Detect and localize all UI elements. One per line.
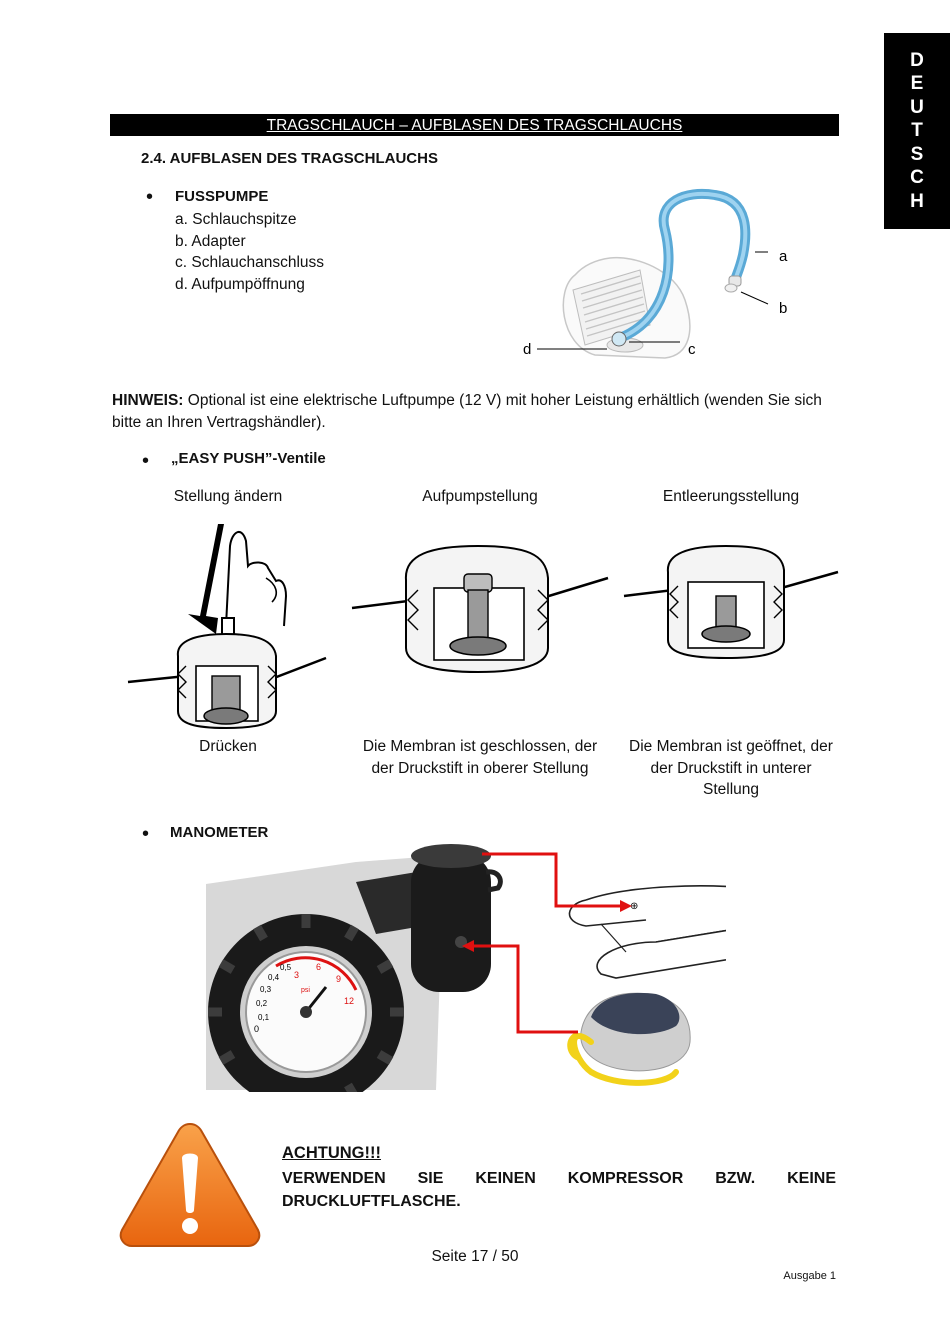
hint-paragraph: HINWEIS: Optional ist eine elektrische L…: [112, 390, 842, 433]
callout-a: a: [779, 248, 788, 265]
section-title: 2.4. AUFBLASEN DES TRAGSCHLAUCHS: [141, 150, 438, 167]
list-item: d. Aufpumpöffnung: [175, 275, 305, 293]
hose-connector: [611, 331, 627, 347]
gauge-label: 0,1: [258, 1013, 270, 1022]
valve-caption: Die Membran ist geschlossen, der der Dru…: [362, 738, 598, 777]
arrow-down-icon: [188, 524, 224, 634]
list-item: b. Adapter: [175, 232, 246, 250]
adapter: [724, 283, 738, 293]
hand-icon: [225, 531, 288, 627]
callout-b: b: [779, 300, 787, 317]
bullet: •: [142, 450, 150, 472]
warning-icon: [119, 1122, 261, 1247]
lang-letter: S: [910, 143, 924, 165]
gauge-label: 12: [344, 996, 354, 1006]
lang-letter: H: [910, 190, 924, 212]
hint-text: Optional ist eine elektrische Luftpumpe …: [112, 392, 822, 431]
warning-title: ACHTUNG!!!: [282, 1144, 381, 1162]
valve-caption: Die Membran ist geöffnet, der der Drucks…: [629, 738, 833, 798]
valve-column-label: Aufpumpstellung: [422, 488, 538, 505]
page-number: Seite 17 / 50: [431, 1248, 519, 1265]
valve-inflate-illustration: [351, 544, 609, 674]
gauge-label: 3: [294, 970, 299, 980]
gauge-unit: psi: [301, 987, 310, 994]
pressure-gauge-icon: 0 0,1 0,2 0,3 0,4 0,5 6 3 9 12 psi: [208, 914, 404, 1092]
header-bar: TRAGSCHLAUCH – AUFBLASEN DES TRAGSCHLAUC…: [110, 114, 839, 136]
language-tab: D E U T S C H: [884, 33, 950, 229]
inflatable-boat-icon: ⊕: [568, 885, 726, 979]
lang-letter: D: [910, 49, 924, 71]
red-arrows: [462, 852, 632, 1034]
lang-letter: U: [910, 96, 924, 118]
gauge-label: 0: [254, 1024, 259, 1034]
valve-column-label: Entleerungsstellung: [662, 488, 800, 505]
gauge-label: 0,5: [280, 963, 292, 972]
gauge-label: 0,4: [268, 973, 280, 982]
valve-caption: Drücken: [199, 738, 257, 755]
valve-deflate-illustration: [623, 544, 839, 660]
gauge-label: 6: [316, 962, 321, 972]
hint-label: HINWEIS:: [112, 392, 184, 409]
valve-column-label: Stellung ändern: [173, 488, 283, 505]
foot-pump-title: FUSSPUMPE: [175, 188, 269, 205]
gauge-label: 0,3: [260, 985, 272, 994]
foot-pump-illustration: a b c d: [523, 189, 788, 359]
callout-d: d: [523, 341, 531, 358]
list-item: a. Schlauchspitze: [175, 211, 297, 228]
list-item: c. Schlauchanschluss: [175, 254, 325, 271]
svg-text:⊕: ⊕: [630, 901, 638, 912]
lang-letter: C: [910, 167, 924, 189]
valves-title: „EASY PUSH”-Ventile: [171, 450, 326, 467]
lang-letter: E: [910, 73, 924, 95]
bullet: •: [142, 823, 150, 845]
manometer-adapter: [356, 844, 503, 992]
gauge-label: 0,2: [256, 999, 268, 1008]
gauge-label: 9: [336, 974, 341, 984]
warning-text: VERWENDEN SIE KEINEN KOMPRESSOR BZW. KEI…: [282, 1170, 836, 1210]
valve-press-illustration: [127, 524, 327, 730]
foot-pump-body: [562, 256, 691, 359]
manometer-illustration: 0 0,1 0,2 0,3 0,4 0,5 6 3 9 12 psi ⊕: [206, 844, 726, 1092]
foot-pump-parts-list: a. Schlauchspitze b. Adapter c. Schlauch…: [175, 209, 324, 295]
callout-c: c: [688, 341, 696, 358]
lang-letter: T: [911, 120, 923, 142]
foot-pump-icon: [567, 992, 691, 1086]
bullet: •: [146, 186, 154, 208]
manometer-title: MANOMETER: [170, 824, 269, 841]
edition-label: Ausgabe 1: [783, 1270, 836, 1282]
